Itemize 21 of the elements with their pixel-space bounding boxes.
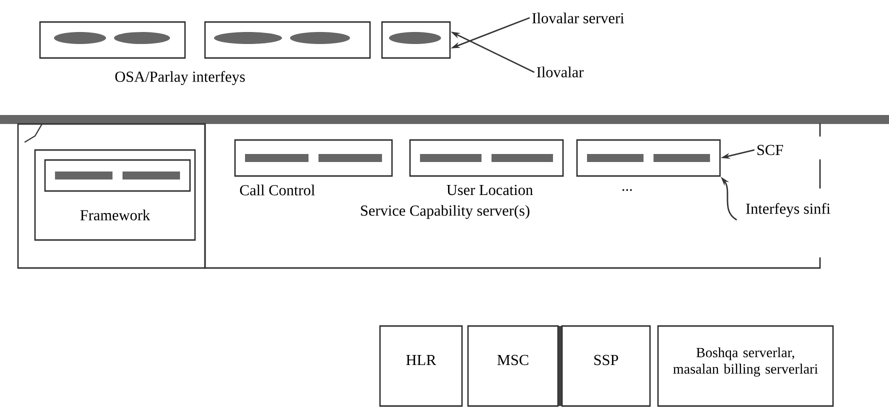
server-box: Boshqa serverlar, masalan billing serverlari [657,325,834,407]
server-box: HLR [379,325,463,407]
framework-box: Framework [34,149,196,241]
callout-text: SCF [757,144,783,156]
callout-text: Ilovalar serveri [532,12,624,24]
module-box [39,21,186,59]
module-box [234,139,393,177]
callout-text: Ilovalar [536,66,584,78]
frame-box [17,123,206,269]
module-box [381,21,451,59]
module-box [204,21,371,59]
module-box [44,159,191,192]
module-caption: ... [622,189,632,191]
module-caption: Call Control [240,184,315,196]
module-box [409,139,564,177]
module-box [576,139,721,177]
callout-text: Interfeys sinfi [746,203,830,217]
server-box: MSC [467,325,559,407]
module-caption: User Location [446,184,533,196]
interface-label: OSA/Parlay interfeys [115,71,245,85]
server-box: SSP [561,325,651,407]
